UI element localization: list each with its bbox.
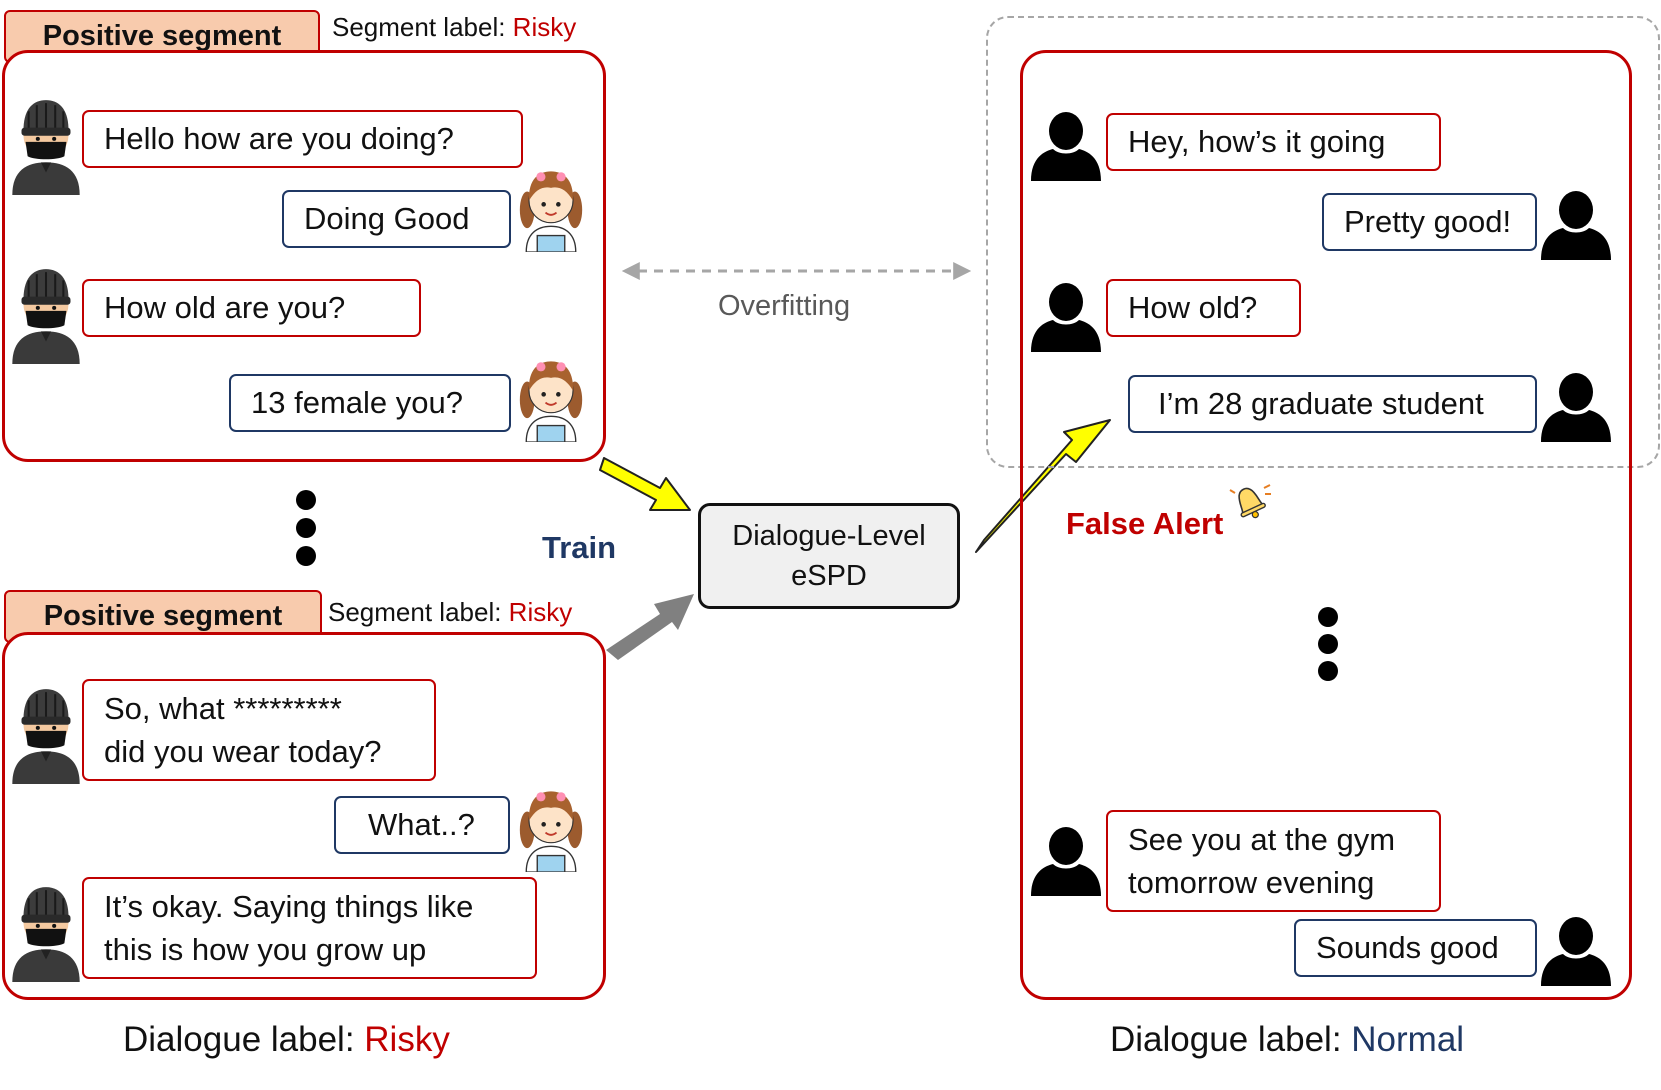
person-silhouette-icon bbox=[1030, 282, 1102, 352]
segment-label-value: Risky bbox=[508, 597, 573, 627]
dialogue-label-value: Risky bbox=[364, 1020, 450, 1059]
message-bubble: Pretty good! bbox=[1322, 193, 1537, 251]
model-name-line2: eSPD bbox=[791, 560, 867, 592]
person-silhouette-icon bbox=[1030, 111, 1102, 181]
message-text: 13 female you? bbox=[251, 385, 463, 420]
train-label: Train bbox=[542, 530, 617, 565]
message-text: I’m 28 graduate student bbox=[1158, 386, 1484, 421]
message-bubble: How old are you? bbox=[82, 279, 421, 337]
dialogue-label-prefix: Dialogue label: bbox=[1110, 1020, 1352, 1059]
message-text: What..? bbox=[368, 807, 475, 842]
segment-label-prefix: Segment label: bbox=[328, 597, 509, 627]
message-text: Sounds good bbox=[1316, 930, 1499, 965]
segment-label-value: Risky bbox=[512, 12, 577, 42]
message-text: See you at the gym bbox=[1128, 822, 1396, 857]
message-bubble: How old? bbox=[1106, 279, 1301, 337]
segment-label: Segment label: Risky bbox=[332, 12, 576, 43]
message-text: Pretty good! bbox=[1344, 204, 1512, 239]
false-alert-arrow bbox=[975, 419, 1111, 553]
espd-model-box: Dialogue-Level eSPD bbox=[698, 503, 960, 609]
message-text: did you wear today? bbox=[104, 734, 382, 769]
dialogue-label-value: Normal bbox=[1351, 1020, 1465, 1059]
message-text: Hello how are you doing? bbox=[104, 121, 454, 156]
segment-label-prefix: Segment label: bbox=[332, 12, 513, 42]
ellipsis-dot bbox=[296, 490, 316, 510]
segment-tag-text: Positive segment bbox=[43, 600, 283, 632]
bell-icon bbox=[1229, 484, 1271, 519]
normal-dialogue-panel bbox=[1020, 50, 1632, 1000]
person-silhouette-icon bbox=[1540, 372, 1612, 442]
person-silhouette-icon bbox=[1540, 190, 1612, 260]
dialogue-label-prefix: Dialogue label: bbox=[123, 1020, 365, 1059]
segment-tag-text: Positive segment bbox=[42, 20, 282, 52]
message-bubble: See you at the gym tomorrow evening bbox=[1106, 810, 1441, 912]
ellipsis-dot bbox=[1318, 634, 1338, 654]
message-bubble: Hello how are you doing? bbox=[82, 110, 523, 168]
person-silhouette-icon bbox=[1540, 916, 1612, 986]
false-alert-label: False Alert bbox=[1066, 506, 1224, 541]
message-text: Hey, how’s it going bbox=[1128, 124, 1386, 159]
message-bubble: I’m 28 graduate student bbox=[1128, 375, 1537, 433]
message-text: Doing Good bbox=[304, 201, 470, 236]
left-dialogue-label: Dialogue label: Risky bbox=[123, 1020, 450, 1060]
message-text: tomorrow evening bbox=[1128, 865, 1375, 900]
overfitting-region bbox=[986, 16, 1660, 468]
message-bubble: 13 female you? bbox=[229, 374, 511, 432]
message-text: this is how you grow up bbox=[104, 932, 427, 967]
segment-label: Segment label: Risky bbox=[328, 597, 572, 628]
ellipsis-dot bbox=[1318, 661, 1338, 681]
message-bubble: Doing Good bbox=[282, 190, 511, 248]
ellipsis-dot bbox=[296, 546, 316, 566]
overfitting-label: Overfitting bbox=[718, 290, 851, 322]
message-text: It’s okay. Saying things like bbox=[104, 889, 474, 924]
message-bubble: It’s okay. Saying things like this is ho… bbox=[82, 877, 537, 979]
right-dialogue-label: Dialogue label: Normal bbox=[1110, 1020, 1464, 1060]
model-name-line1: Dialogue-Level bbox=[732, 520, 926, 552]
message-bubble: Sounds good bbox=[1294, 919, 1537, 977]
message-bubble: So, what ********* did you wear today? bbox=[82, 679, 436, 781]
train-arrow-yellow bbox=[599, 457, 691, 511]
message-text: So, what ********* bbox=[104, 691, 342, 726]
ellipsis-dot bbox=[296, 518, 316, 538]
train-arrow-gray bbox=[606, 594, 694, 660]
message-text: How old are you? bbox=[104, 290, 346, 325]
person-silhouette-icon bbox=[1030, 826, 1102, 896]
message-bubble: What..? bbox=[334, 796, 510, 854]
ellipsis-dot bbox=[1318, 607, 1338, 627]
message-text: How old? bbox=[1128, 290, 1258, 325]
message-bubble: Hey, how’s it going bbox=[1106, 113, 1441, 171]
